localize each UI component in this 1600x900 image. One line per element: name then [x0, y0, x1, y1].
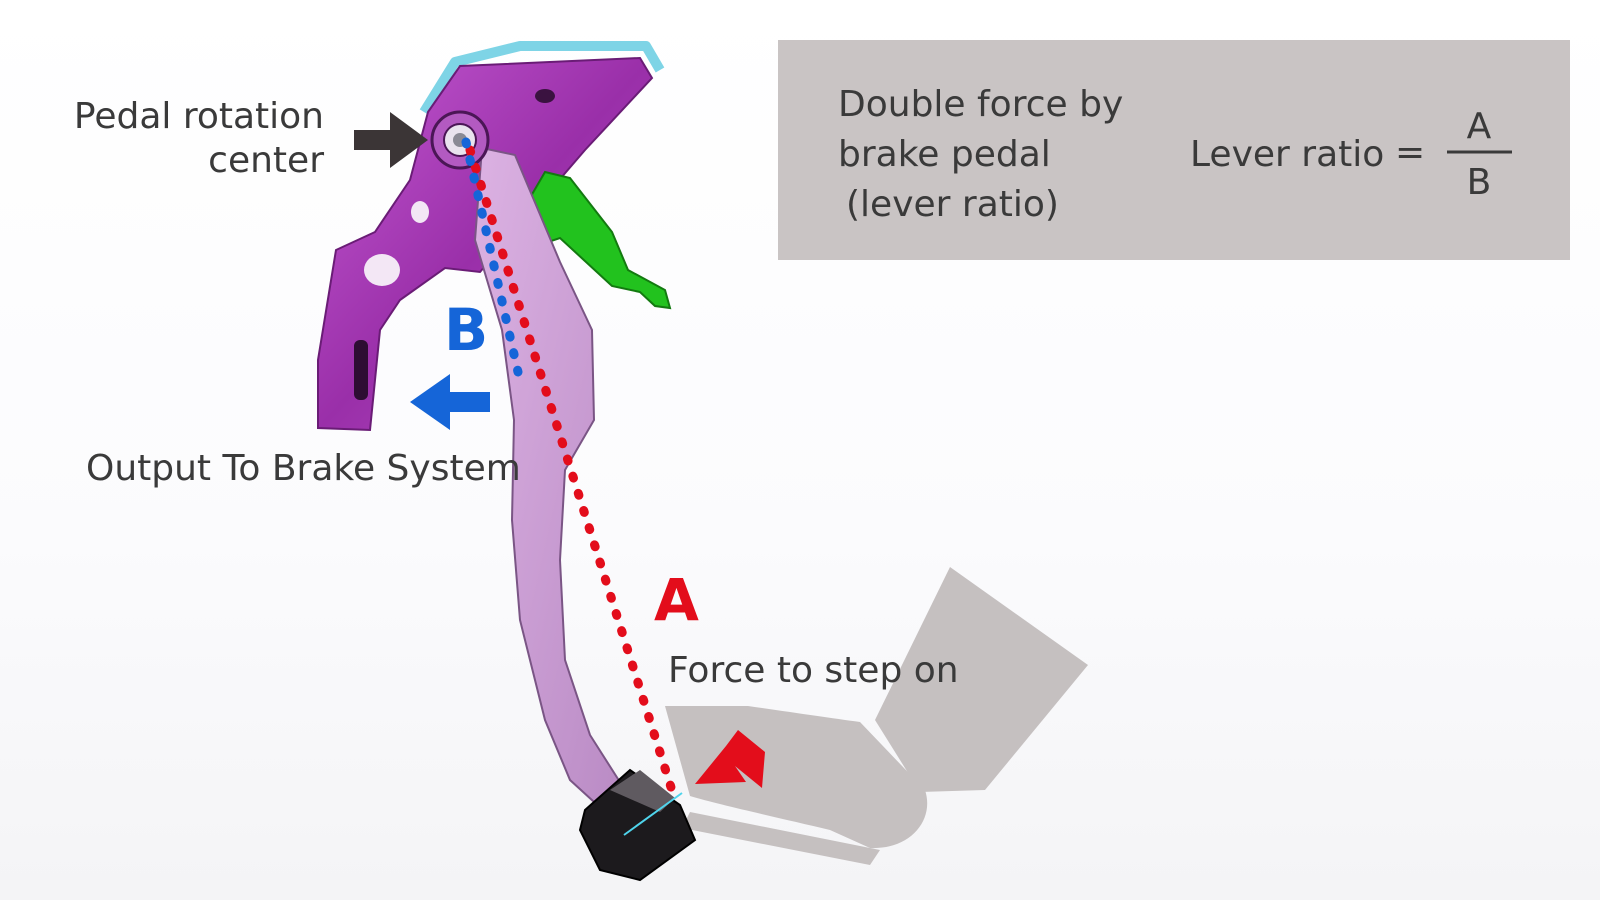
pivot-bushing [430, 110, 490, 170]
bracket-hole [411, 201, 429, 223]
bracket-hole [364, 254, 400, 286]
info-line-3: (lever ratio) [846, 184, 1059, 225]
lever-line-a [465, 145, 680, 805]
leg-shape [875, 567, 1088, 792]
letter-a: A [654, 566, 699, 634]
force-label: Force to step on [668, 650, 959, 691]
shoe-sole [682, 812, 880, 865]
pivot-label-line-2: center [208, 140, 324, 181]
info-line-2: brake pedal [838, 134, 1051, 175]
force-arrow [695, 730, 765, 788]
ratio-denominator: B [1467, 162, 1492, 203]
pedal-pad [578, 768, 697, 882]
letter-b: B [444, 296, 488, 364]
output-arrow [410, 374, 490, 430]
info-line-1: Double force by [838, 84, 1123, 125]
equals-sign: = [1395, 132, 1425, 173]
foot-shape [665, 567, 1088, 865]
ratio-numerator: A [1467, 106, 1492, 147]
pivot-label-line-1: Pedal rotation [74, 96, 324, 137]
info-box: Double force by brake pedal (lever ratio… [778, 40, 1570, 260]
lever-line-b [461, 137, 523, 377]
pivot-arrow [354, 112, 428, 168]
bracket-top-edge [419, 41, 665, 115]
output-label: Output To Brake System [86, 448, 521, 489]
bracket-slot [354, 340, 368, 400]
bracket-hole [535, 89, 555, 103]
lever-ratio-label: Lever ratio [1190, 134, 1384, 175]
info-box-background [778, 40, 1570, 260]
